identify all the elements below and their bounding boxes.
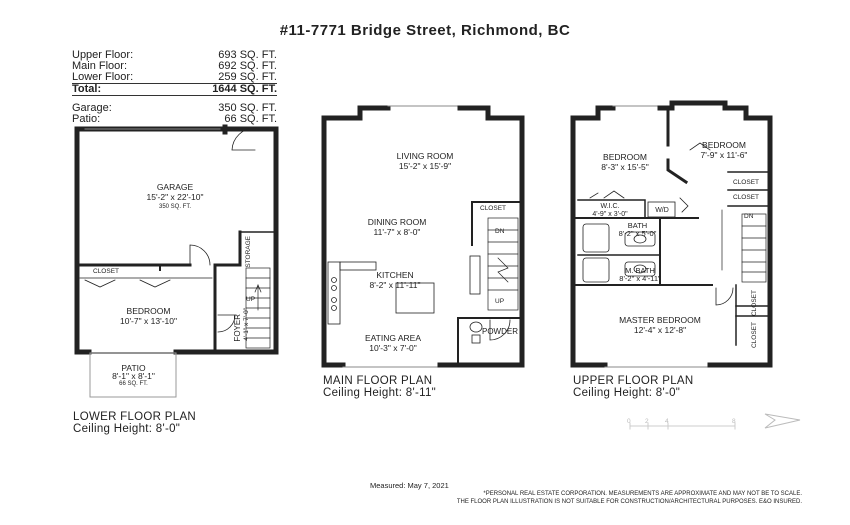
main-floor-walls [321,105,525,368]
master-bedroom-label: MASTER BEDROOM 12'-4" x 12'-8" [619,315,701,335]
area-summary-table: Upper Floor:693 SQ. FT. Main Floor:692 S… [72,50,277,125]
living-room-label: LIVING ROOM 15'-2" x 15'-9" [396,151,454,171]
lower-up-label: UP [246,296,256,303]
main-dn-label: DN [495,228,505,235]
washer-dryer-label: W/D [655,207,669,214]
foyer-label: FOYER [233,314,242,342]
main-up-label: UP [495,298,505,305]
scale-label-4: 4 [665,418,669,425]
disclaimer-line-1: *PERSONAL REAL ESTATE CORPORATION. MEASU… [483,491,802,497]
upper-floor-walls [570,100,773,368]
storage-label: STORAGE [245,236,252,268]
upper-closet-label-4: CLOSET [751,322,758,349]
measured-date: Measured: May 7, 2021 [370,481,449,490]
powder-room-label: POWDER [482,327,518,336]
scale-label-8: 8 [732,418,736,425]
upper-dn-label: DN [744,213,754,220]
upper-floor-caption: UPPER FLOOR PLAN Ceiling Height: 8'-0" [573,375,694,399]
eating-area-label: EATING AREA 10'-3" x 7'-0" [364,333,422,353]
bath-label: BATH 8'-2" x 5'-0" [618,221,657,238]
bedroom-left-label: BEDROOM 8'-3" x 15'-5" [601,152,649,172]
area-row-patio: Patio:66 SQ. FT. [72,113,277,125]
area-row-lower: Lower Floor:259 SQ. FT. [72,71,277,84]
patio-label: PATIO 8'-1" x 8'-1" 66 SQ. FT. [112,363,155,387]
north-arrow-icon [764,413,801,429]
lower-floor-caption: LOWER FLOOR PLAN Ceiling Height: 8'-0" [73,411,197,435]
foyer-dim-label: 4'-1" x 7'-0" [243,308,250,341]
garage-label: GARAGE 15'-2" x 22'-10" 350 SQ. FT. [146,182,204,210]
upper-closet-label-2: CLOSET [733,194,760,201]
page-title: #11-7771 Bridge Street, Richmond, BC [279,22,571,39]
area-row-upper: Upper Floor:693 SQ. FT. [72,49,277,61]
scale-label-0: 0 [627,418,631,425]
master-bath-label: M. BATH 8'-2" x 4'-11" [619,266,661,283]
main-closet-label: CLOSET [480,205,507,212]
kitchen-label: KITCHEN 8'-2" x 11'-11" [369,270,421,290]
scale-bar [629,422,736,430]
lower-bedroom-label: BEDROOM 10'-7" x 13'-10" [119,306,177,326]
dining-room-label: DINING ROOM 11'-7" x 8'-0" [367,217,427,237]
scale-label-2: 2 [645,418,649,425]
area-row-total: Total:1644 SQ. FT. [72,83,277,96]
upper-closet-label-3: CLOSET [751,290,758,317]
area-row-main: Main Floor:692 SQ. FT. [72,60,277,72]
main-floor-caption: MAIN FLOOR PLAN Ceiling Height: 8'-11" [323,375,437,399]
upper-closet-label-1: CLOSET [733,179,760,186]
lower-closet-label: CLOSET [93,268,120,275]
bedroom-right-label: BEDROOM 7'-9" x 11'-6" [700,140,748,160]
area-row-garage: Garage:350 SQ. FT. [72,102,277,114]
disclaimer-line-2: THE FLOOR PLAN ILLUSTRATION IS NOT SUITA… [456,499,802,505]
wic-label: W.I.C. 4'-9" x 3'-0" [592,203,628,218]
